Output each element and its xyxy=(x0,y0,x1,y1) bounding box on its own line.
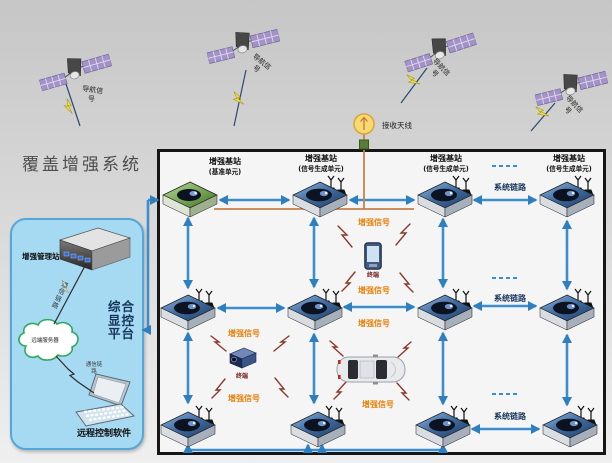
base-station-icon xyxy=(160,405,216,448)
cloud-icon xyxy=(18,318,79,361)
remote-software-label: 远程控制软件 xyxy=(76,429,131,439)
system-link-label: 系统链路 xyxy=(494,412,526,421)
station-label: 增强基站 (信号生成单元) xyxy=(423,154,469,173)
system-link-label: 系统链路 xyxy=(494,183,526,192)
comm-link-label: 通信链路 xyxy=(49,279,69,311)
laptop-icon xyxy=(75,373,136,427)
station-label-reference: 增强基站 (基准单元) xyxy=(208,157,242,176)
station-label: 增强基站 (信号生成单元) xyxy=(546,154,592,173)
enhanced-signal-label: 增强信号 xyxy=(358,319,390,328)
station-label: 增强基站 (信号生成单元) xyxy=(298,154,344,173)
phone-terminal-icon xyxy=(364,242,382,270)
terminal-label: 终端 xyxy=(366,272,379,279)
base-station-icon xyxy=(292,175,348,218)
base-station-icon xyxy=(539,288,595,331)
base-station-icon xyxy=(290,405,346,448)
receiving-antenna-icon xyxy=(353,113,375,150)
base-station-icon xyxy=(415,405,471,448)
base-station-icon xyxy=(160,288,216,331)
enhanced-signal-label: 增强信号 xyxy=(358,218,390,227)
base-station-icon xyxy=(287,288,343,331)
car-terminal-icon xyxy=(336,354,406,385)
enhanced-signal-label: 增强信号 xyxy=(362,400,394,409)
platform-label: 综合 显控 平台 xyxy=(108,299,136,341)
satellite-icon xyxy=(203,21,282,68)
base-station-icon xyxy=(542,405,598,448)
enhanced-signal-label: 增强信号 xyxy=(228,329,260,338)
cloud-server-label: 远端服务器 xyxy=(31,338,59,344)
vehicle-receiver-terminal-icon xyxy=(229,347,257,369)
management-station-label: 增强管理站 xyxy=(22,252,60,261)
base-station-icon xyxy=(539,175,595,218)
enhanced-signal-label: 增强信号 xyxy=(228,394,260,403)
system-link-label: 系统链路 xyxy=(494,294,526,303)
receiving-antenna-label: 接收天线 xyxy=(382,121,412,130)
nav-signal-label: 导航信号 xyxy=(81,84,104,103)
base-station-reference-icon xyxy=(162,181,218,218)
base-station-icon xyxy=(417,288,473,331)
display-control-platform-panel: 增强管理站 综合 显控 平台 通信链路 远端服务器 通信链路 远程控制软件 xyxy=(10,218,144,450)
terminal-label: 终端 xyxy=(235,373,248,380)
nav-signal-lines xyxy=(65,67,556,132)
base-station-icon xyxy=(417,175,473,218)
enhanced-signal-label: 增强信号 xyxy=(358,286,390,295)
page-title: 覆盖增强系统 xyxy=(22,155,142,175)
server-icon xyxy=(58,227,132,271)
